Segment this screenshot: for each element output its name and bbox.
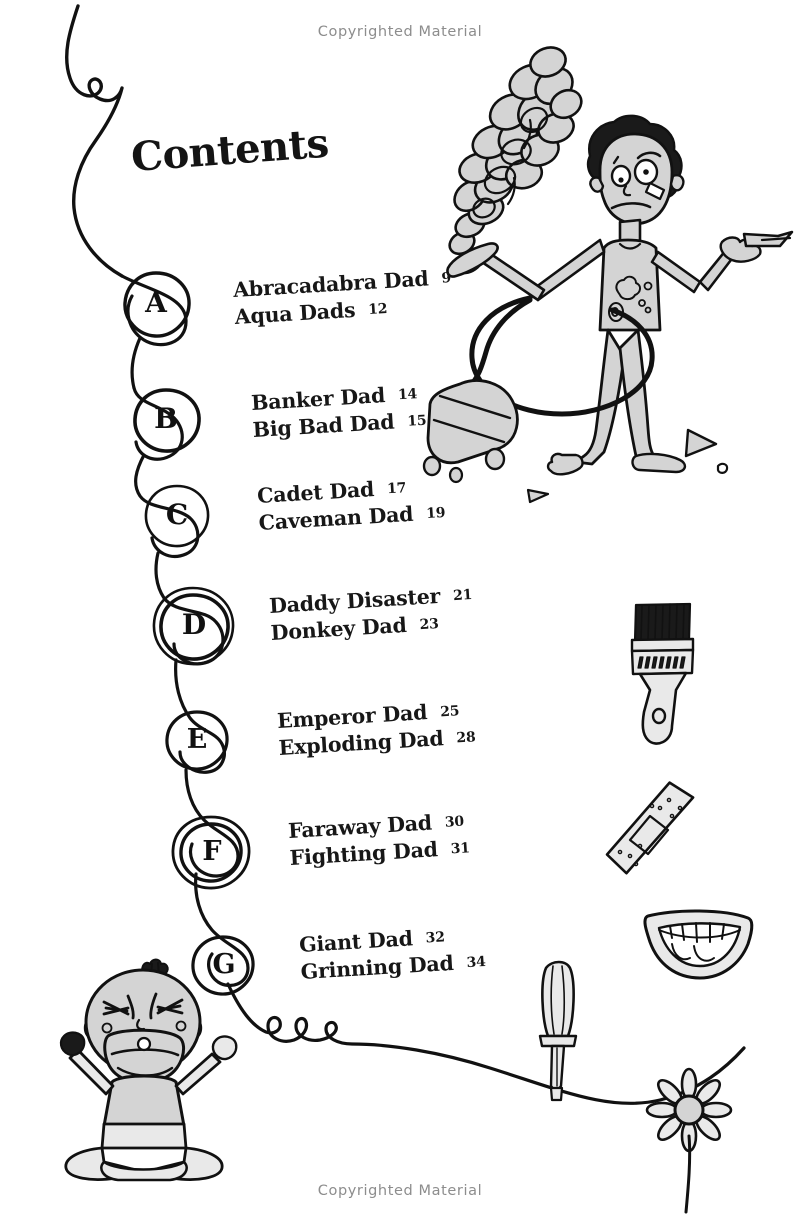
letter-badge-f: F [191, 836, 233, 867]
page-title: Contents [129, 119, 331, 181]
entry-page-number: 28 [455, 729, 476, 747]
crying-baby-illustration [59, 958, 238, 1182]
letter-badge-a: A [135, 286, 177, 319]
entry-page-number: 21 [452, 586, 473, 605]
letter-badge-a-label: A [145, 286, 167, 319]
entry-title: Aqua Dads [234, 298, 356, 330]
entry-title: Giant Dad [298, 926, 414, 958]
entry-page-number: 15 [406, 412, 427, 431]
entry-page-number: 25 [439, 703, 460, 721]
letter-badge-c: C [156, 498, 198, 531]
letter-badge-b: B [145, 402, 187, 435]
entry-page-number: 32 [425, 929, 446, 947]
smoke-cloud-illustration [448, 46, 583, 275]
letter-badge-d: D [173, 608, 215, 641]
copyright-watermark-bottom: Copyrighted Material [317, 1183, 483, 1199]
entry-page-number: 17 [386, 480, 407, 498]
letter-badge-g-label: G [212, 949, 236, 980]
paintbrush-illustration [630, 602, 695, 745]
screwdriver-illustration [538, 960, 578, 1102]
entry-page-number: 19 [425, 505, 446, 523]
entry-page-number: 34 [466, 954, 487, 972]
entry-page-number: 30 [444, 813, 465, 831]
sticking-plaster-illustration [605, 781, 695, 875]
letter-badge-f-label: F [202, 836, 222, 867]
entry-page-number: 31 [450, 840, 471, 858]
letter-badge-c-label: C [165, 498, 189, 531]
entry-page-number: 23 [419, 616, 440, 634]
letter-badge-d-label: D [181, 608, 207, 641]
letter-badge-e-label: E [186, 724, 208, 755]
entry-page-number: 14 [397, 386, 418, 404]
letter-badge-g: G [203, 949, 245, 980]
letter-badge-e: E [176, 724, 218, 755]
dad-with-vacuum-illustration [422, 114, 794, 504]
grinning-teeth-illustration [643, 909, 754, 980]
entry-title: Donkey Dad [270, 613, 408, 646]
letter-badge-b-label: B [154, 402, 178, 435]
copyright-watermark-top: Copyrighted Material [317, 24, 483, 40]
entry-page-number: 12 [367, 301, 388, 319]
entry-page-number: 9 [441, 270, 452, 287]
